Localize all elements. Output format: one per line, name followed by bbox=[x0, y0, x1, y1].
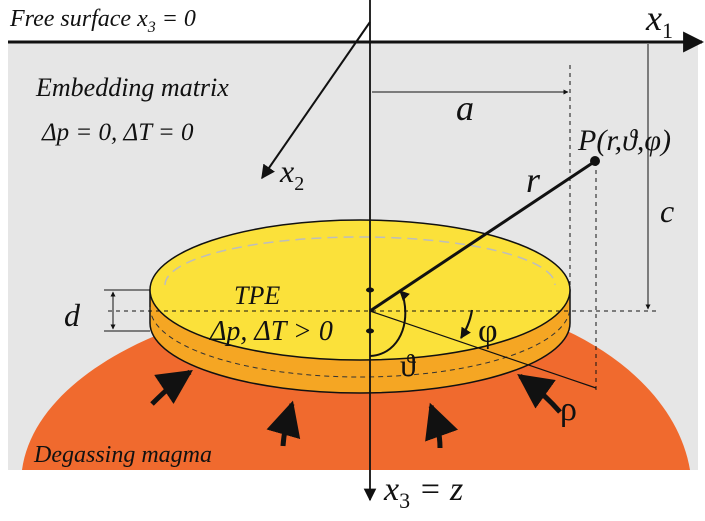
d-label: d bbox=[64, 297, 81, 333]
x1-axis-label: x1 bbox=[645, 0, 673, 43]
tpe-conditions: Δp, ΔT > 0 bbox=[209, 316, 333, 347]
theta-arc bbox=[369, 290, 410, 357]
center-marker-top bbox=[366, 287, 374, 293]
point-p-label: P(r,ϑ,φ) bbox=[577, 124, 671, 157]
x2-axis bbox=[261, 21, 371, 180]
center-marker-bottom bbox=[366, 328, 374, 334]
tpe-side-dashed-line bbox=[149, 306, 571, 378]
a-label: a bbox=[456, 88, 474, 128]
c-label: c bbox=[660, 193, 674, 229]
magma-label: Degassing magma bbox=[33, 442, 212, 468]
x2-axis-label: x2 bbox=[279, 153, 304, 195]
free-surface-label: Free surface x3 = 0 bbox=[9, 6, 196, 36]
point-p bbox=[590, 156, 600, 166]
matrix-conditions: Δp = 0, ΔT = 0 bbox=[41, 119, 194, 146]
rho-label: ρ bbox=[560, 391, 577, 428]
matrix-title: Embedding matrix bbox=[35, 73, 229, 102]
tpe-label: TPE bbox=[234, 281, 280, 310]
theta-label: ϑ bbox=[400, 347, 416, 383]
r-vector bbox=[369, 160, 595, 313]
magma-thrust-arrows bbox=[150, 369, 562, 449]
r-label: r bbox=[526, 160, 541, 200]
phi-arc bbox=[460, 309, 474, 339]
tpe-top-dashed-rim bbox=[164, 236, 556, 286]
x3-axis-label: x3 = z bbox=[383, 471, 463, 513]
rho-line bbox=[369, 310, 597, 389]
phi-label: φ bbox=[478, 313, 498, 350]
